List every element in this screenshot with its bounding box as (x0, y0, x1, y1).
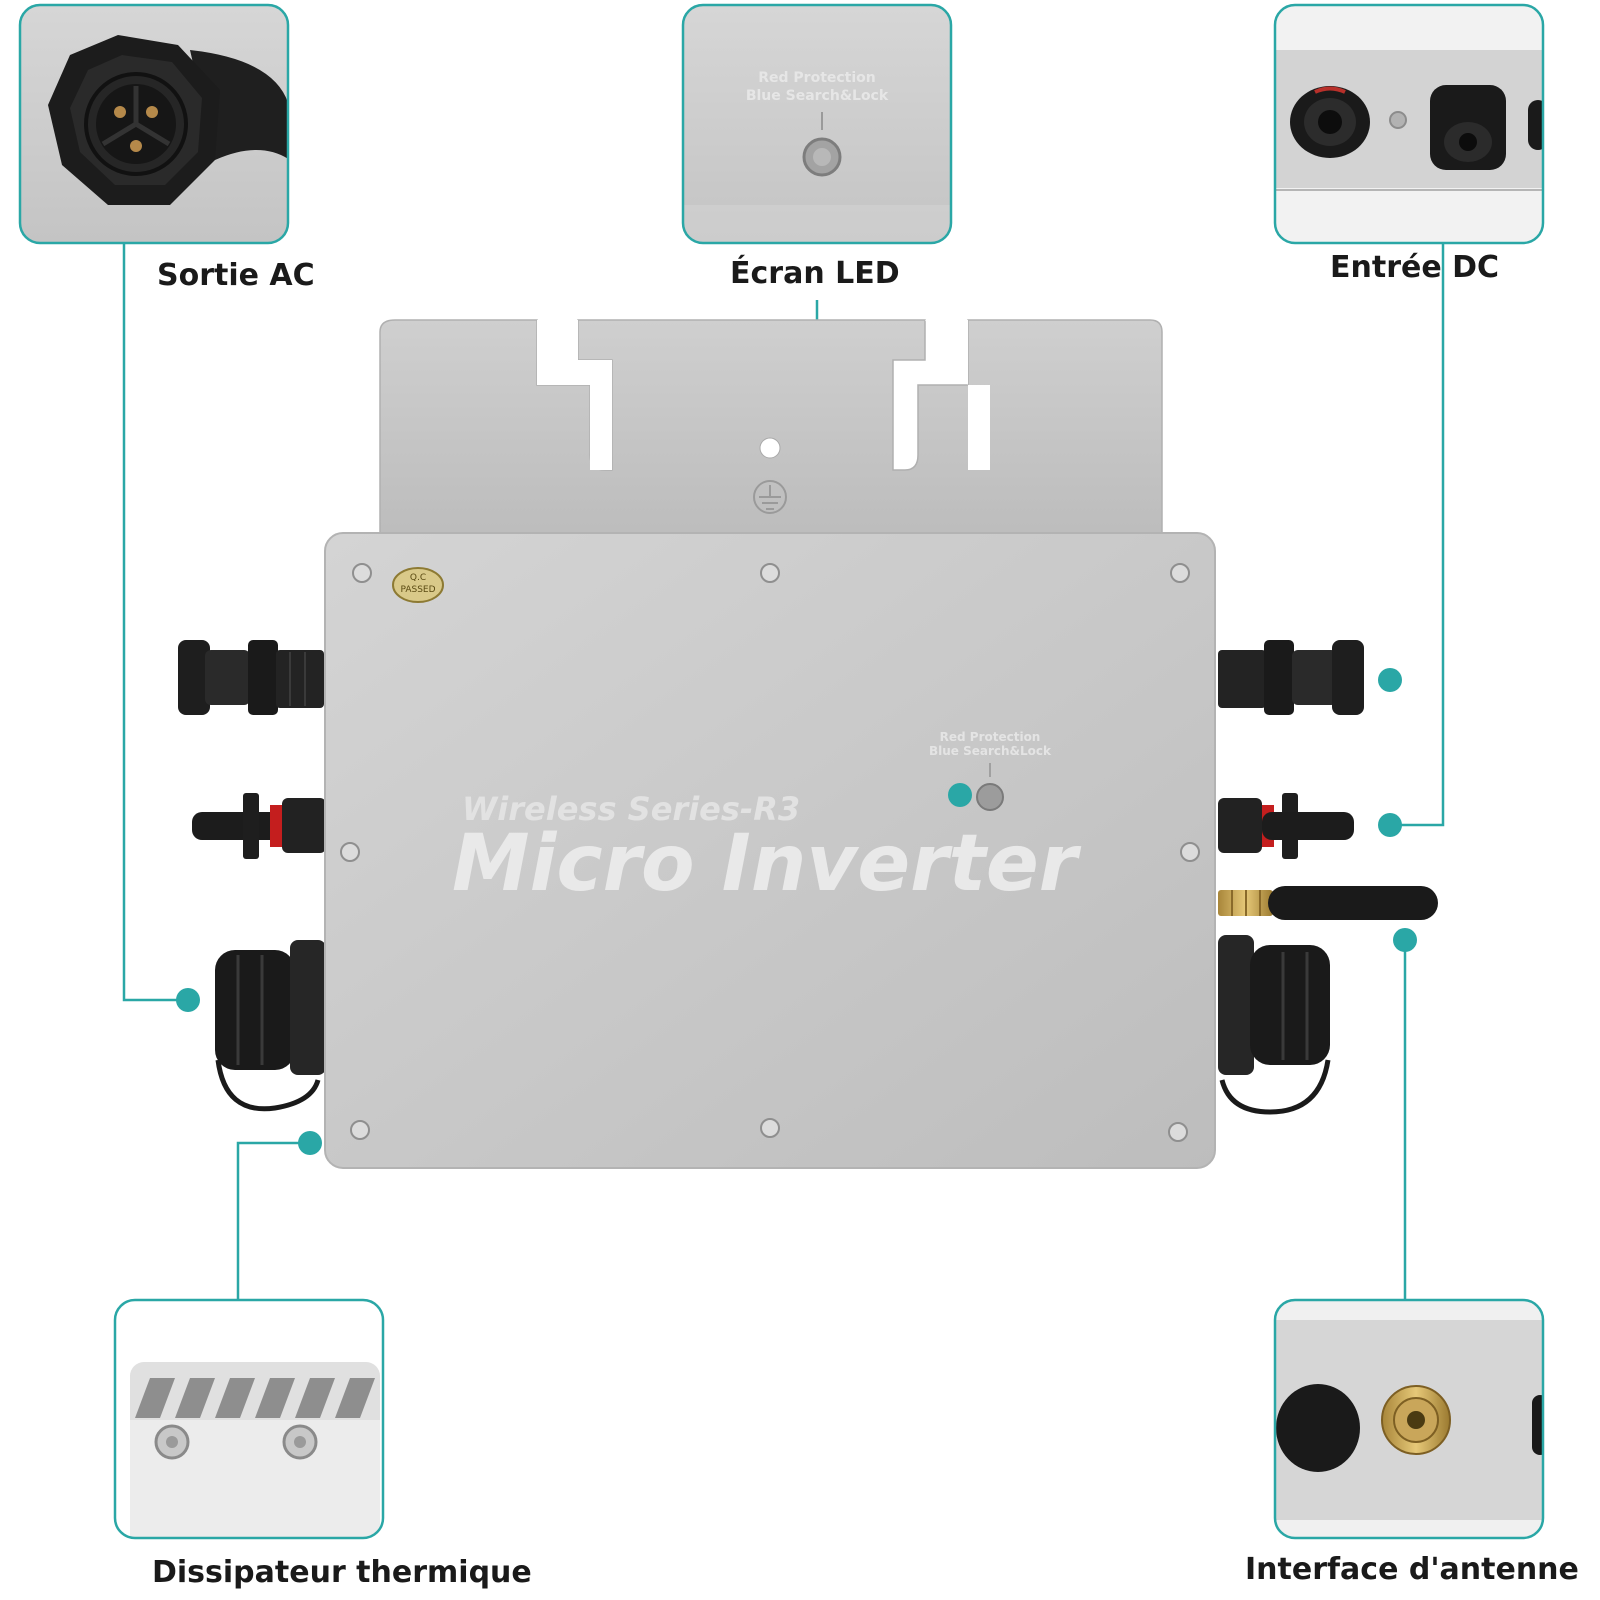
qc-badge-line2: PASSED (400, 585, 435, 595)
inverter-body: Q.C PASSED Red Protection Blue Search&Lo… (324, 532, 1216, 1169)
dc-connector-right-top (1218, 640, 1364, 715)
antenna (1218, 886, 1438, 920)
label-dc-input: Entrée DC (1330, 250, 1500, 285)
led-text-line2: Blue Search&Lock (929, 744, 1052, 758)
led-button (976, 783, 1004, 811)
ac-connector-left-bottom (215, 940, 326, 1112)
dc-connector-right-middle (1218, 793, 1354, 859)
dc-socket-left (1290, 86, 1370, 158)
ground-icon (753, 480, 787, 514)
label-ac-output: Sortie AC (157, 258, 315, 293)
panel-led-screen: Red Protection Blue Search&Lock (681, 3, 953, 245)
qc-passed-badge: Q.C PASSED (392, 567, 444, 603)
dc-connector-left-middle (192, 793, 326, 859)
dot-led-screen (948, 783, 972, 807)
dot-ac-output (176, 988, 200, 1012)
model-text: Micro Inverter (452, 819, 1082, 909)
leader-dc-input (1390, 243, 1445, 827)
led-indicator-area: Red Protection Blue Search&Lock (929, 730, 1052, 811)
series-text: Wireless Series-R3 (462, 790, 800, 828)
qc-badge-line1: Q.C (410, 573, 426, 583)
panel-antenna-interface (1273, 1298, 1545, 1540)
panel-led-text-line1: Red Protection (758, 70, 876, 86)
led-text-line1: Red Protection (940, 730, 1041, 744)
panel-dc-input (1273, 3, 1545, 245)
panel-ac-output (18, 3, 290, 245)
dc-connector-left-top (178, 640, 324, 715)
mounting-plate (379, 319, 1163, 541)
dot-antenna (1393, 928, 1417, 952)
label-antenna-interface: Interface d'antenne (1245, 1552, 1579, 1587)
label-heat-sink: Dissipateur thermique (152, 1555, 532, 1590)
callout-dots (176, 668, 1417, 1155)
left-connectors (178, 640, 326, 1112)
dot-dc-input-bottom (1378, 813, 1402, 837)
leader-heat-sink (236, 1141, 310, 1300)
leader-ac-output (122, 243, 188, 1002)
screws (340, 563, 1200, 1142)
sma-connector (1381, 1385, 1451, 1455)
ac-connector-right-bottom (1218, 935, 1331, 1115)
panel-led-text-line2: Blue Search&Lock (746, 88, 889, 104)
dc-socket-right (1430, 85, 1506, 170)
mounting-hole (759, 437, 781, 459)
dot-dc-input-top (1378, 668, 1402, 692)
antenna-cap (1276, 1384, 1360, 1472)
dot-heat-sink (298, 1131, 322, 1155)
right-connectors (1218, 640, 1438, 1115)
label-led-screen: Écran LED (730, 256, 900, 291)
panel-heat-sink (113, 1298, 385, 1540)
